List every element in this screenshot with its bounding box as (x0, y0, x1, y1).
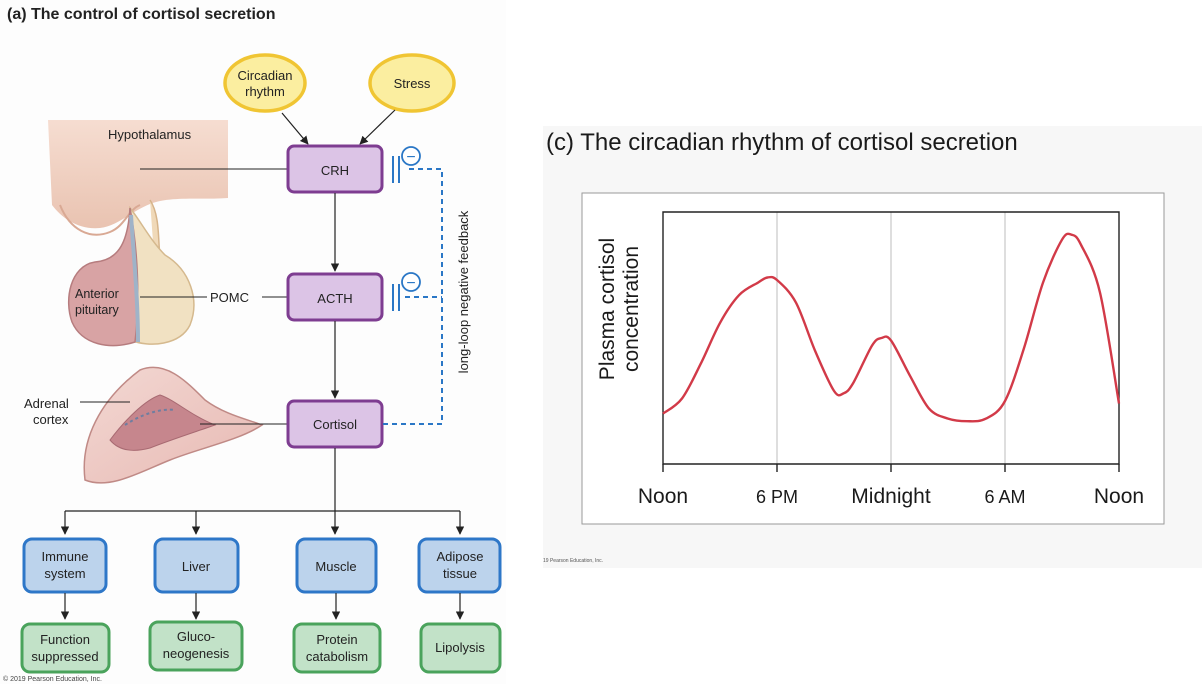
pituitary-illustration (67, 205, 195, 347)
effect-immune-line2: suppressed (31, 649, 98, 664)
acth-inhibition-icon: − (401, 272, 421, 292)
adrenal-cortex-label-line2: cortex (33, 412, 69, 427)
cortisol-rhythm-chart: Noon 6 PM Midnight 6 AM Noon Plasma cortisol… (581, 192, 1165, 525)
liver-box: Liver (153, 537, 240, 594)
adipose-tissue-box: Adipose tissue (417, 537, 502, 594)
crh-inhibition-icon: − (401, 146, 421, 166)
muscle-label: Muscle (315, 559, 356, 574)
stress-to-crh-arrow (359, 109, 396, 145)
muscle-box: Muscle (295, 537, 378, 594)
hypothalamus-label: Hypothalamus (108, 127, 192, 142)
crh-label: CRH (321, 163, 349, 178)
negative-feedback-loop (383, 156, 443, 425)
target-branch-lines (60, 448, 465, 535)
circadian-rhythm-input: Circadian rhythm (223, 53, 307, 113)
effect-liver-line1: Gluco- (177, 629, 215, 644)
y-axis-label-line1: Plasma cortisol (596, 238, 619, 380)
acth-inhibition-symbol: − (406, 275, 415, 292)
liver-label: Liver (182, 559, 211, 574)
chart-frame (581, 192, 1165, 525)
cortisol-curve (662, 232, 1121, 423)
adrenal-cortex-label-line1: Adrenal (24, 396, 69, 411)
cortisol-box: Cortisol (286, 399, 384, 449)
circadian-rhythm-panel: Noon 6 PM Midnight 6 AM Noon Plasma cortisol… (543, 126, 1202, 568)
effect-adipose-label: Lipolysis (435, 640, 485, 655)
x-tick-label: Noon (1094, 485, 1144, 508)
acth-label: ACTH (317, 291, 352, 306)
x-tick-label: 6 AM (984, 487, 1025, 507)
feedback-label: long-loop negative feedback (456, 210, 471, 373)
circadian-label-line2: rhythm (245, 84, 285, 99)
panel-a-title: (a) The control of cortisol secretion (7, 6, 276, 23)
circadian-to-crh-arrow (281, 112, 309, 145)
x-tick-label: Noon (638, 485, 688, 508)
y-axis-label-line2: concentration (620, 246, 643, 372)
effect-arrows (60, 593, 465, 620)
function-suppressed-box: Function suppressed (20, 622, 111, 674)
circadian-label-line1: Circadian (238, 68, 293, 83)
adipose-label-line1: Adipose (437, 549, 484, 564)
x-tick-label: Midnight (851, 485, 931, 508)
anterior-pituitary-label-line2: pituitary (75, 303, 120, 317)
lipolysis-box: Lipolysis (419, 622, 502, 674)
panel-c-copyright: 19 Pearson Education, Inc. (543, 558, 604, 564)
adipose-label-line2: tissue (443, 566, 477, 581)
effect-muscle-line2: catabolism (306, 649, 368, 664)
panel-c-title: (c) The circadian rhythm of cortisol sec… (546, 129, 1018, 156)
crh-box: CRH (286, 144, 384, 194)
gluconeogenesis-box: Gluco- neogenesis (148, 620, 244, 672)
anterior-pituitary-label-line1: Anterior (75, 287, 119, 301)
control-diagram: Hypothalamus Anterior pituitary POMC Adr… (20, 53, 502, 674)
adrenal-cortex-illustration (83, 366, 264, 484)
cortisol-control-panel: Hypothalamus Anterior pituitary POMC Adr… (0, 0, 506, 684)
crh-inhibition-symbol: − (406, 149, 415, 166)
protein-catabolism-box: Protein catabolism (292, 622, 382, 674)
effect-muscle-line1: Protein (316, 632, 357, 647)
effect-immune-line1: Function (40, 632, 90, 647)
chart-ticks (662, 464, 1120, 472)
chart-gridlines (776, 212, 1006, 464)
cortisol-label: Cortisol (313, 417, 357, 432)
chart-tick-labels: Noon 6 PM Midnight 6 AM Noon (638, 485, 1144, 508)
immune-system-box: Immune system (22, 537, 108, 594)
pomc-label: POMC (210, 290, 249, 305)
stress-input: Stress (368, 53, 456, 113)
effect-liver-line2: neogenesis (163, 646, 230, 661)
panel-a-copyright: © 2019 Pearson Education, Inc. (3, 676, 102, 683)
immune-label-line1: Immune (42, 549, 89, 564)
x-tick-label: 6 PM (756, 487, 798, 507)
stress-label: Stress (394, 76, 431, 91)
acth-box: ACTH (286, 272, 384, 322)
immune-label-line2: system (44, 566, 85, 581)
